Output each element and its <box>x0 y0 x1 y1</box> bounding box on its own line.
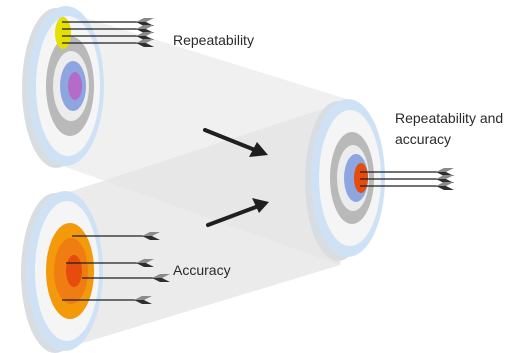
lower-pointer-head <box>252 198 269 213</box>
arrow-fletching-upper <box>136 259 154 263</box>
arrow-fletching-lower <box>436 186 454 190</box>
arrow-fletching-upper <box>152 274 170 278</box>
light-beams <box>60 10 350 350</box>
arrow-fletching-upper <box>136 32 154 36</box>
accuracy-label: Accuracy <box>173 262 231 278</box>
arrow-fletching-lower <box>136 263 154 267</box>
transition-pointers <box>203 128 269 227</box>
arrow-fletching-lower <box>134 300 152 304</box>
lower-pointer-line <box>206 205 258 227</box>
upper-pointer-head <box>249 142 268 157</box>
arrow-fletching-lower <box>136 43 154 47</box>
accuracy-target <box>21 191 103 353</box>
combined-label-line2: accuracy <box>395 131 452 147</box>
repeatability-label: Repeatability <box>173 32 254 48</box>
arrow-fletching-upper <box>136 25 154 29</box>
upper-pointer-line <box>203 128 257 152</box>
arrow-fletching-upper <box>142 232 160 236</box>
arrow-fletching-upper <box>436 168 454 172</box>
arrow-fletching-upper <box>136 39 154 43</box>
arrow-shafts <box>62 18 454 304</box>
arrow-fletching-upper <box>436 182 454 186</box>
repeatability-target <box>22 6 104 168</box>
yellow-grouping-spot <box>55 17 71 49</box>
arrow-fletching-lower <box>142 236 160 240</box>
combined-label-line1: Repeatability and <box>395 110 504 126</box>
combined-target <box>305 99 385 261</box>
arrow-fletching-upper <box>136 18 154 22</box>
arrow-fletching-lower <box>152 278 170 282</box>
arrow-fletching-upper <box>436 175 454 179</box>
arrow-fletching-upper <box>134 296 152 300</box>
lower-beam <box>60 100 350 350</box>
